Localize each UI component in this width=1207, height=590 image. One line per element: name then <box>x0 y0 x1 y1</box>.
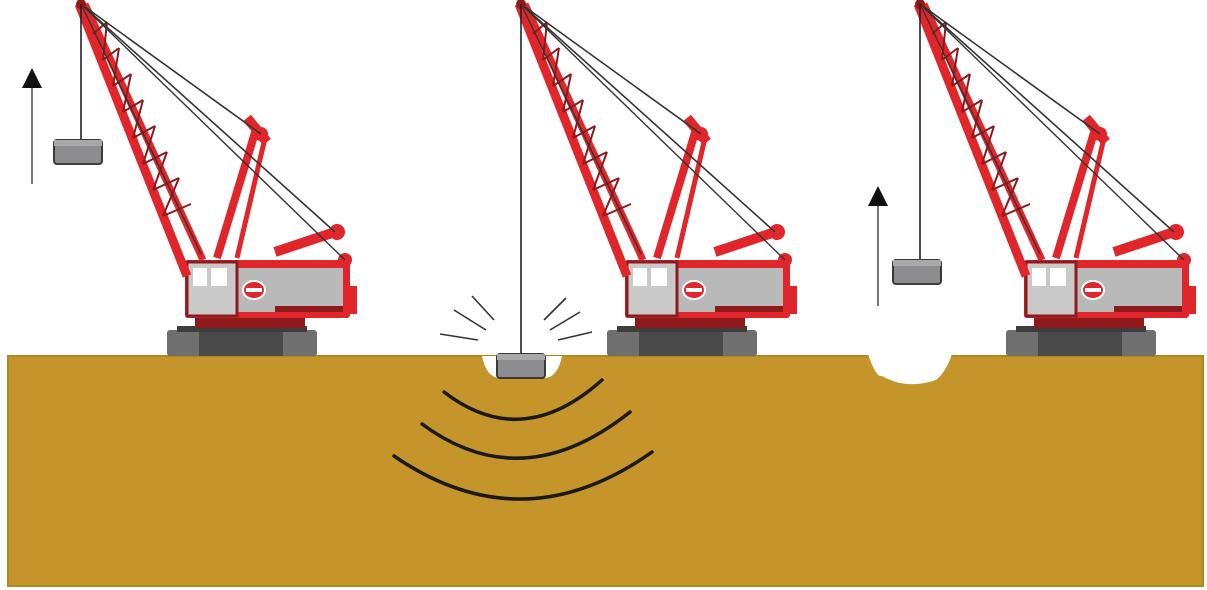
stage-repeat <box>868 0 1196 384</box>
tamping-weight <box>497 354 545 378</box>
stage-lift <box>32 0 357 356</box>
crawler-crane <box>76 0 357 356</box>
ground <box>8 356 1203 586</box>
tamping-weight <box>893 260 941 284</box>
crawler-crane <box>516 0 797 356</box>
tamping-weight <box>54 140 102 164</box>
impact-lines <box>440 296 592 340</box>
crawler-crane <box>915 0 1196 356</box>
